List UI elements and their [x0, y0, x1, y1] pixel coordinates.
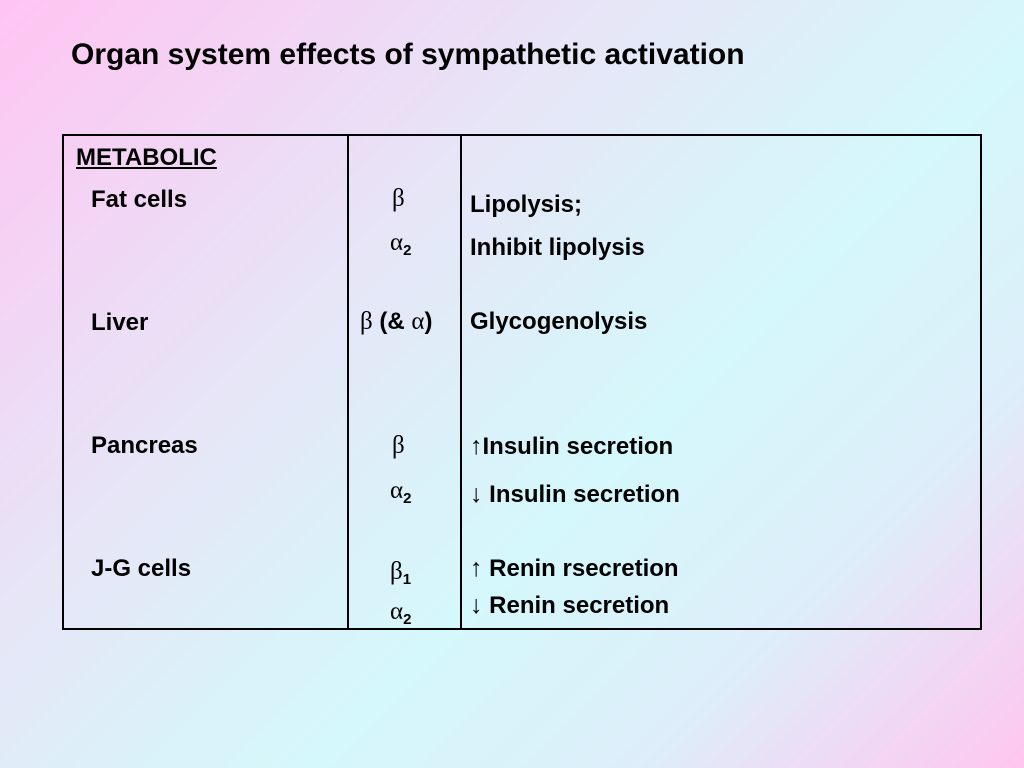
- down-arrow-icon: ↓: [470, 592, 483, 619]
- effect-label: ↑ Renin rsecretion: [470, 555, 679, 582]
- effect-label: Lipolysis;: [470, 191, 583, 218]
- up-arrow-icon: ↑: [470, 433, 483, 460]
- organ-label: Fat cells: [91, 186, 188, 213]
- column-divider: [347, 136, 349, 628]
- receptor-label: α2: [390, 477, 412, 507]
- receptor-label: α2: [390, 598, 412, 628]
- effect-label: Glycogenolysis: [470, 308, 648, 335]
- effects-table: [62, 134, 982, 630]
- effect-label: ↑Insulin secretion: [470, 433, 674, 460]
- down-arrow-icon: ↓: [470, 481, 483, 508]
- organ-label: J-G cells: [91, 555, 192, 582]
- effect-label: Inhibit lipolysis: [470, 234, 645, 261]
- receptor-label: β (& α): [360, 308, 433, 335]
- receptor-label: β: [392, 185, 405, 212]
- slide-title: Organ system effects of sympathetic acti…: [71, 38, 745, 71]
- effect-label: ↓ Insulin secretion: [470, 481, 680, 508]
- receptor-label: α2: [390, 229, 412, 259]
- receptor-label: β1: [390, 558, 412, 588]
- organ-label: Liver: [91, 309, 149, 336]
- organ-label: Pancreas: [91, 432, 198, 459]
- section-heading: METABOLIC: [76, 144, 217, 171]
- column-divider: [460, 136, 462, 628]
- up-arrow-icon: ↑: [470, 555, 483, 582]
- effect-label: ↓ Renin secretion: [470, 592, 670, 619]
- receptor-label: β: [392, 432, 405, 459]
